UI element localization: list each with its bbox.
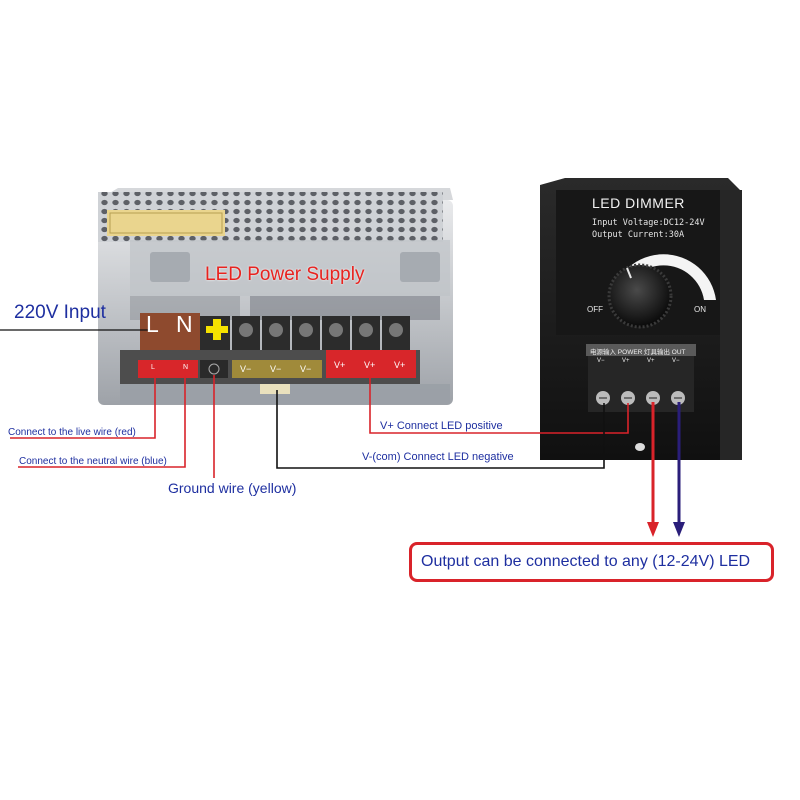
output-note-box: Output can be connected to any (12-24V) … <box>409 542 774 582</box>
output-note-text: Output can be connected to any (12-24V) … <box>421 553 751 570</box>
dimmer-knob <box>609 265 671 327</box>
dimmer-title: LED DIMMER <box>592 195 685 211</box>
neutral-wire <box>18 375 186 468</box>
bar-label-n: N <box>183 364 189 371</box>
dimmer-input-voltage: Input Voltage:DC12-24V <box>592 218 705 228</box>
neutral-wire-label: Connect to the neutral wire (blue) <box>19 456 167 467</box>
ground-cross-icon <box>206 319 228 340</box>
vplus-wire-label: V+ Connect LED positive <box>380 420 503 432</box>
bar-label-vplus-1: V+ <box>334 360 346 370</box>
ground-wire-label: Ground wire (yellow) <box>168 480 297 496</box>
vminus-wire <box>276 390 605 469</box>
bar-label-vplus-3: V+ <box>394 360 406 370</box>
live-wire-label: Connect to the live wire (red) <box>8 427 136 438</box>
dimmer-power-label: 电源输入 POWER <box>590 349 643 356</box>
dimmer-on-label: ON <box>694 305 706 314</box>
dimmer-terminal-label-3: V+ <box>647 358 655 364</box>
output-negative-arrow-icon <box>673 522 685 537</box>
dimmer-off-label: OFF <box>587 305 603 314</box>
psu-warning-label <box>107 210 225 236</box>
power-supply-unit <box>98 188 453 405</box>
dimmer-terminal-label-2: V+ <box>622 358 630 364</box>
dimmer-out-label: 灯具输出 OUT <box>644 349 686 356</box>
psu-adj-mark <box>400 252 440 282</box>
input-label: 220V Input <box>14 302 106 323</box>
vplus-wire <box>369 375 629 434</box>
vminus-wire-label: V-(com) Connect LED negative <box>362 451 514 463</box>
dimmer-terminal-label-4: V− <box>672 358 680 364</box>
psu-ac-mark <box>150 252 190 282</box>
dimmer-screws <box>596 391 685 405</box>
bar-label-vminus-2: V− <box>270 364 282 374</box>
terminal-vplus-zone <box>326 350 416 378</box>
bar-label-vplus-2: V+ <box>364 360 376 370</box>
bar-label-vminus-1: V− <box>240 364 252 374</box>
terminal-vminus-zone <box>232 360 322 378</box>
bar-label-l: L <box>151 364 155 371</box>
bar-label-vminus-3: V− <box>300 364 312 374</box>
dimmer-output-current: Output Current:30A <box>592 230 685 240</box>
dimmer-terminal-label-1: V− <box>597 358 605 364</box>
psu-ln-block <box>140 313 200 351</box>
led-dimmer-unit <box>540 178 742 460</box>
psu-title: LED Power Supply <box>205 264 365 285</box>
earth-symbol-icon <box>208 363 220 375</box>
terminal-ln-zone <box>138 360 198 378</box>
live-wire <box>10 375 156 439</box>
output-positive-arrow-icon <box>647 522 659 537</box>
terminal-neutral-letter: N <box>176 311 193 337</box>
dimmer-mount-hole <box>635 443 645 451</box>
terminal-live-letter: L <box>146 311 159 337</box>
dimmer-knob-pointer <box>626 267 632 279</box>
